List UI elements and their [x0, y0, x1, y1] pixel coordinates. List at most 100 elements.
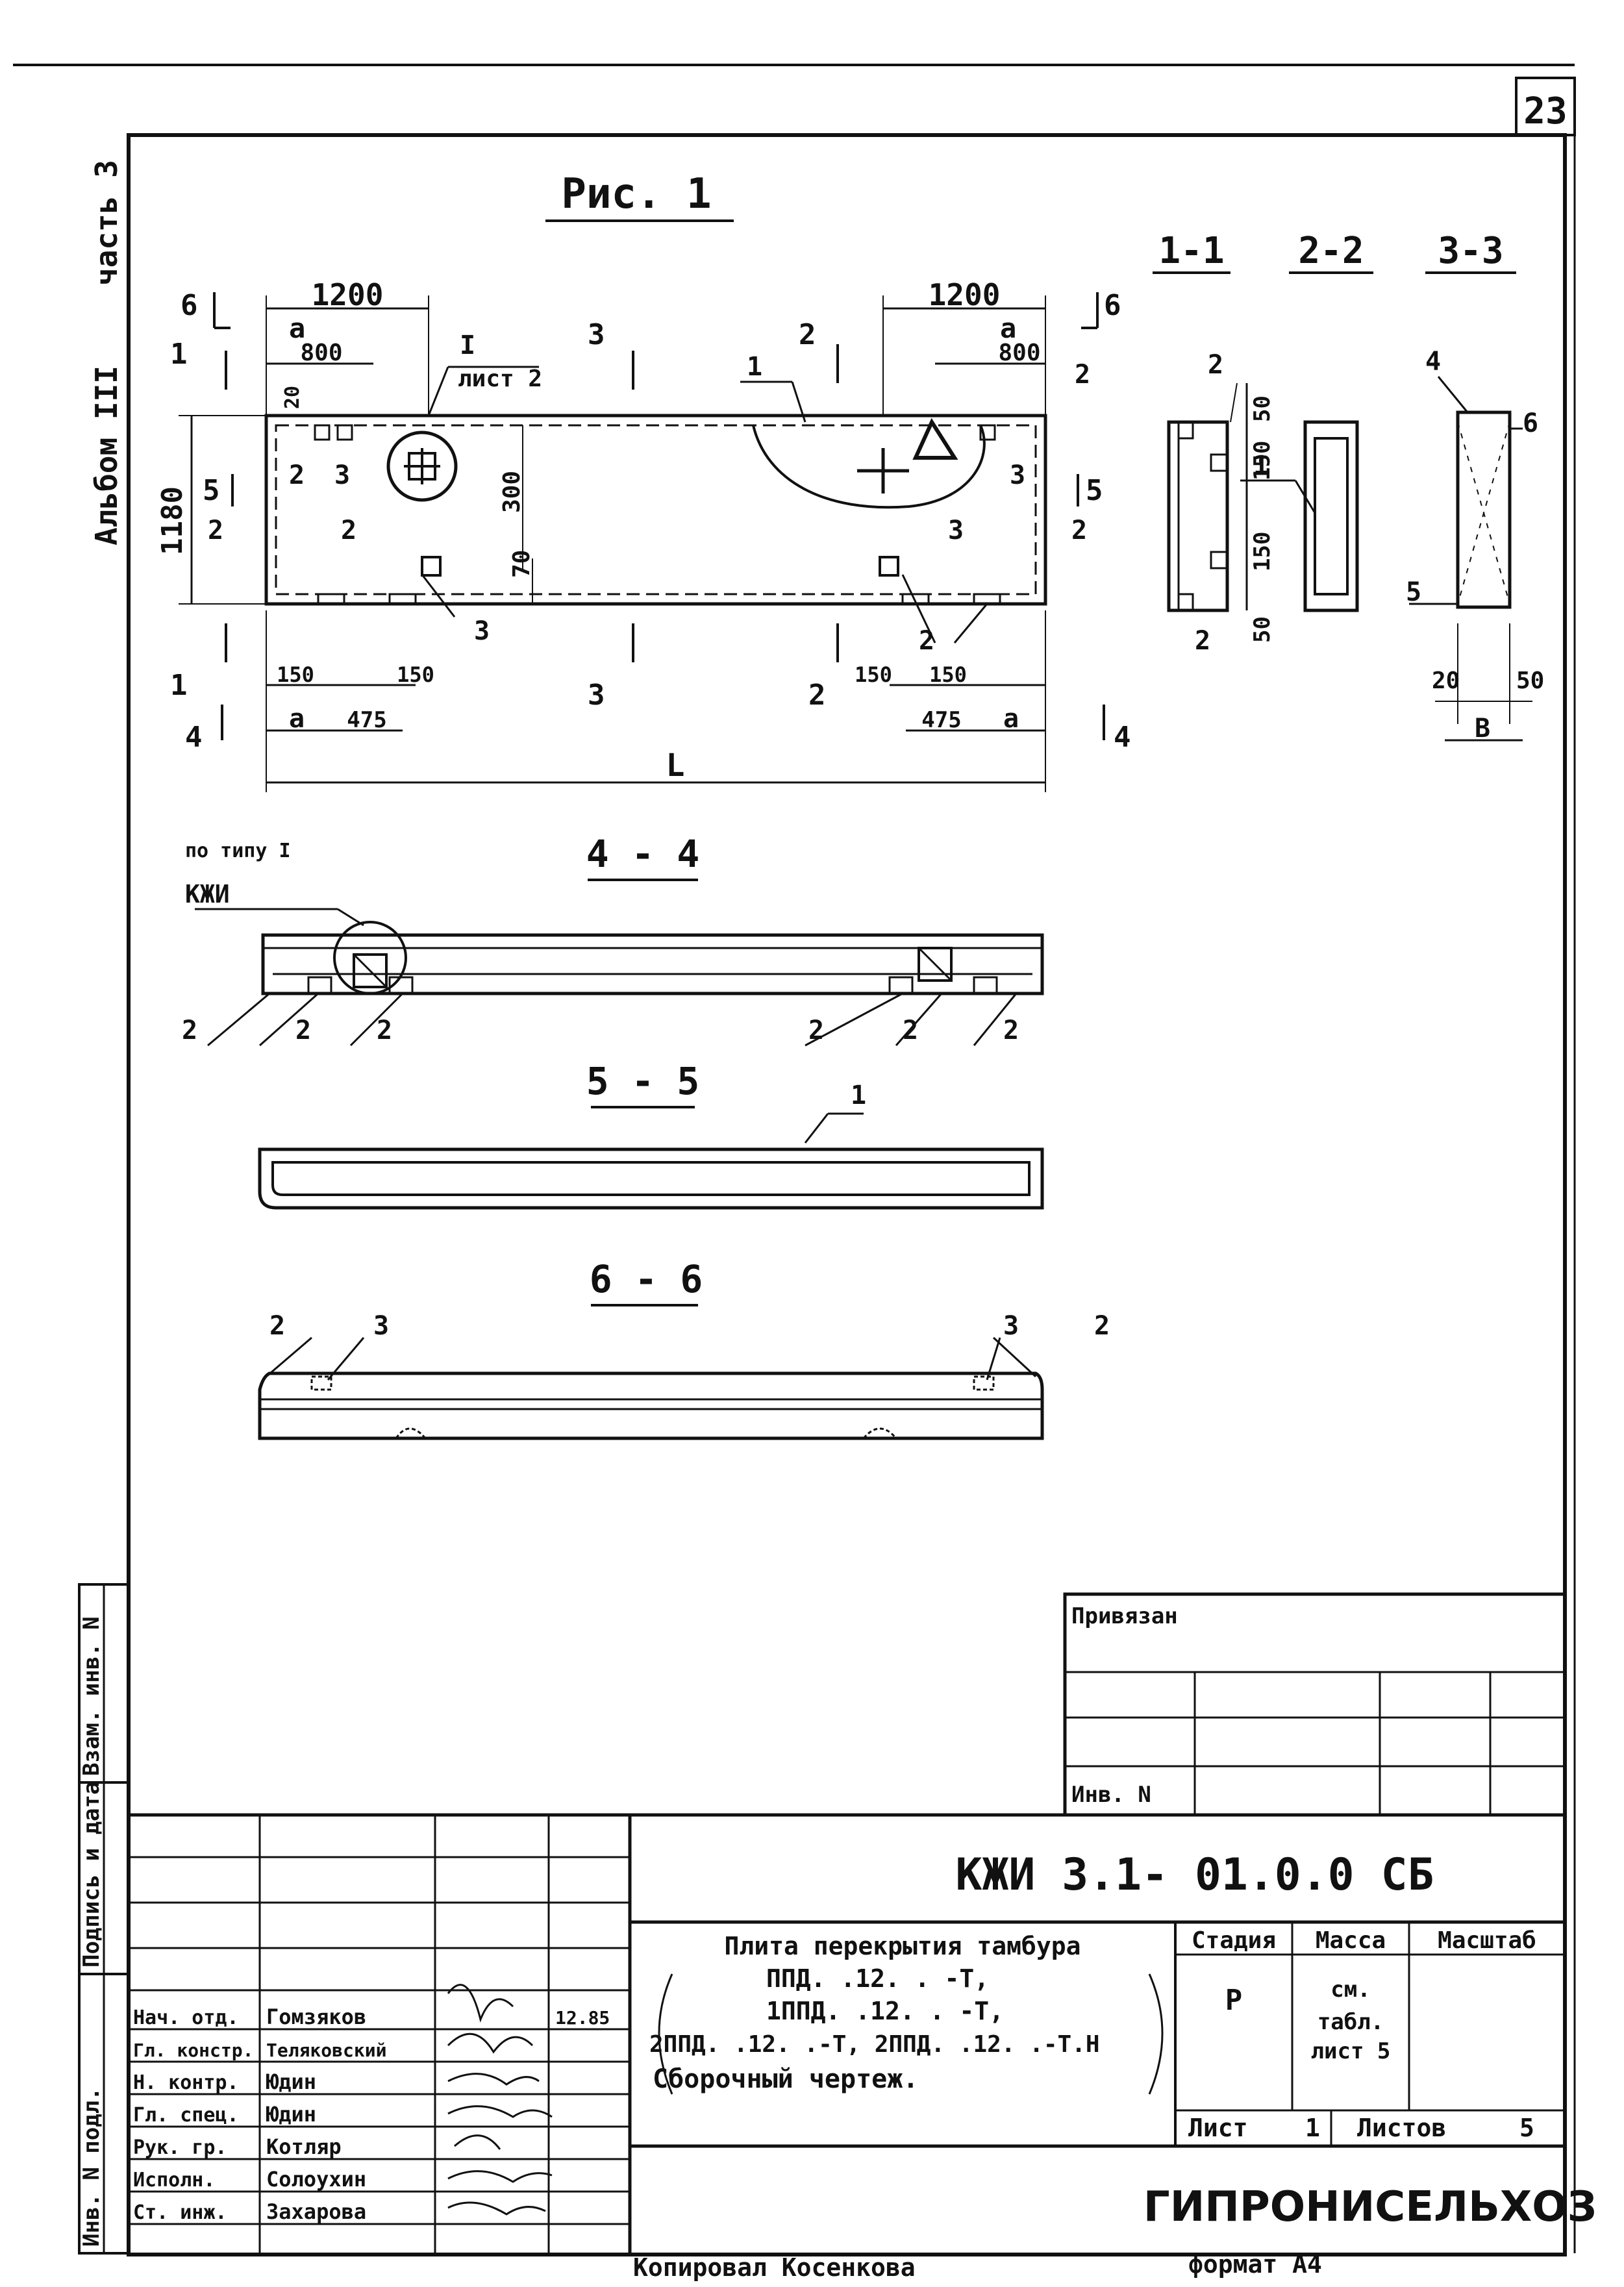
dim-L: L [666, 747, 685, 784]
s33-callout-4: 4 [1425, 347, 1441, 377]
sig-name-4: Юдин [266, 2102, 316, 2127]
plan-callout-3a: 3 [334, 460, 350, 490]
plan-callout-2b: 2 [208, 516, 223, 545]
description-line-5: Сборочный чертеж. [653, 2064, 918, 2094]
sheets-value: 5 [1519, 2114, 1534, 2142]
section-5-5-drawing [258, 1112, 1044, 1210]
mass-value-line-3: лист 5 [1311, 2038, 1391, 2064]
album-label: Альбом III [89, 366, 124, 545]
plan-view [179, 295, 1047, 792]
footer-format: формат А4 [1188, 2250, 1322, 2279]
callout-list2: лист 2 [458, 366, 542, 392]
s44-callout-2d: 2 [808, 1016, 824, 1045]
dim-300: 300 [499, 471, 525, 513]
section-6-6-title: 6 - 6 [590, 1257, 703, 1301]
description-line-4: 2ППД. .12. .-Т, 2ППД. .12. .-Т.Н [649, 2031, 1100, 2058]
s11-dim-50-bottom: 50 [1249, 616, 1275, 643]
sheet-label: Лист [1188, 2114, 1248, 2142]
dim-800-left: 800 [300, 340, 342, 366]
cut-6-right: 6 [1104, 289, 1121, 322]
designation: КЖИ 3.1- 01.0.0 СБ [956, 1849, 1434, 1901]
plan-callout-2e: 2 [1071, 516, 1087, 545]
cut-2-top: 2 [799, 318, 816, 351]
description-line-3: 1ППД. .12. . -Т, [766, 1997, 1004, 2025]
cut-4-right: 4 [1114, 721, 1131, 754]
vzam-label: Взам. инв. N [79, 1616, 105, 1776]
s33-dim-B: B [1475, 714, 1490, 744]
stage-header: Стадия [1192, 1927, 1276, 1954]
cut-4-left: 4 [185, 721, 203, 754]
sig-name-3: Юдин [266, 2069, 316, 2094]
dim-1200-right: 1200 [929, 277, 1001, 312]
sig-name-1: Гомзяков [266, 2005, 366, 2029]
s66-callout-2a: 2 [269, 1311, 285, 1341]
section-2-2-drawing [1240, 420, 1359, 612]
description-line-1: Плита перекрытия тамбура [724, 1932, 1081, 1960]
s44-callout-2a: 2 [182, 1016, 197, 1045]
sig-date-1: 12.85 [555, 2007, 610, 2029]
mass-value-line-2: табл. [1318, 2009, 1384, 2035]
s44-callout-2c: 2 [377, 1016, 392, 1045]
cut-3-bottom: 3 [588, 679, 605, 712]
s33-dim-50: 50 [1516, 668, 1544, 694]
plan-callout-2d: 2 [1075, 360, 1090, 390]
s33-callout-5: 5 [1406, 577, 1421, 607]
cut-5-right: 5 [1086, 474, 1103, 507]
section-1-1-title: 1-1 [1158, 230, 1224, 272]
plan-callout-3c: 3 [948, 516, 964, 545]
dim-1180: 1180 [156, 486, 189, 555]
privyazan-inv: Инв. N [1071, 1782, 1151, 1808]
s22-callout-1: 1 [1253, 451, 1269, 481]
dim-475-right: 475 [921, 707, 961, 733]
s44-callout-2e: 2 [903, 1016, 918, 1045]
section-4-4-drawing [195, 908, 1044, 1047]
sig-role-3: Н. контр. [133, 2071, 239, 2094]
section-3-3-title: 3-3 [1438, 230, 1503, 272]
section-6-6-drawing [258, 1336, 1044, 1440]
dim-475-left: 475 [347, 707, 386, 733]
s66-callout-3a: 3 [373, 1311, 389, 1341]
section-2-2-title: 2-2 [1298, 230, 1364, 272]
cut-3-top: 3 [588, 318, 605, 351]
sig-role-7: Ст. инж. [133, 2201, 227, 2224]
dim-20: 20 [281, 386, 304, 409]
cut-1-bottom: 1 [170, 669, 188, 702]
plan-callout-2a: 2 [289, 460, 305, 490]
figure-title: Рис. 1 [561, 170, 711, 218]
sheet-value: 1 [1305, 2114, 1320, 2142]
section-1-1-drawing [1167, 382, 1248, 612]
mass-value-line-1: см. [1330, 1977, 1370, 2003]
s11-dim-150-top: 150 [1249, 441, 1275, 481]
stage-value: Р [1225, 1984, 1243, 2017]
s11-callout-2-top: 2 [1208, 350, 1223, 380]
dim-150-b: 150 [397, 662, 434, 687]
sig-role-6: Исполн. [133, 2169, 215, 2192]
organization: ГИПРОНИСЕЛЬХОЗ [1143, 2183, 1597, 2231]
s33-dim-20: 20 [1432, 668, 1460, 694]
s66-callout-3b: 3 [1003, 1311, 1019, 1341]
dim-1200-left: 1200 [312, 277, 384, 312]
sheets-label: Листов [1357, 2114, 1446, 2142]
po-tipu-label: по типу I [185, 840, 291, 862]
dim-70: 70 [508, 550, 535, 578]
title-block [127, 1813, 1567, 2256]
scale-header: Масштаб [1438, 1927, 1536, 1954]
podpis-label: Подпись и дата [79, 1781, 105, 1968]
sig-name-2: Теляковский [266, 2040, 386, 2061]
s55-callout-1: 1 [851, 1081, 866, 1110]
sig-role-1: Нач. отд. [133, 2006, 239, 2029]
section-3-3-drawing [1409, 376, 1532, 742]
part-label: часть 3 [89, 160, 124, 286]
dim-a-left: a [289, 312, 305, 344]
mass-header: Масса [1316, 1927, 1386, 1954]
s11-callout-2-bottom: 2 [1195, 626, 1210, 656]
plan-callout-2f: 2 [919, 626, 934, 656]
s33-callout-6: 6 [1523, 408, 1538, 438]
s11-dim-50-top: 50 [1249, 395, 1275, 422]
sig-role-2: Гл. констр. [133, 2040, 253, 2061]
s66-callout-2b: 2 [1094, 1311, 1110, 1341]
s11-dim-150-bottom: 150 [1249, 532, 1275, 571]
dim-800-right: 800 [998, 340, 1040, 366]
page-number: 23 [1523, 90, 1567, 132]
